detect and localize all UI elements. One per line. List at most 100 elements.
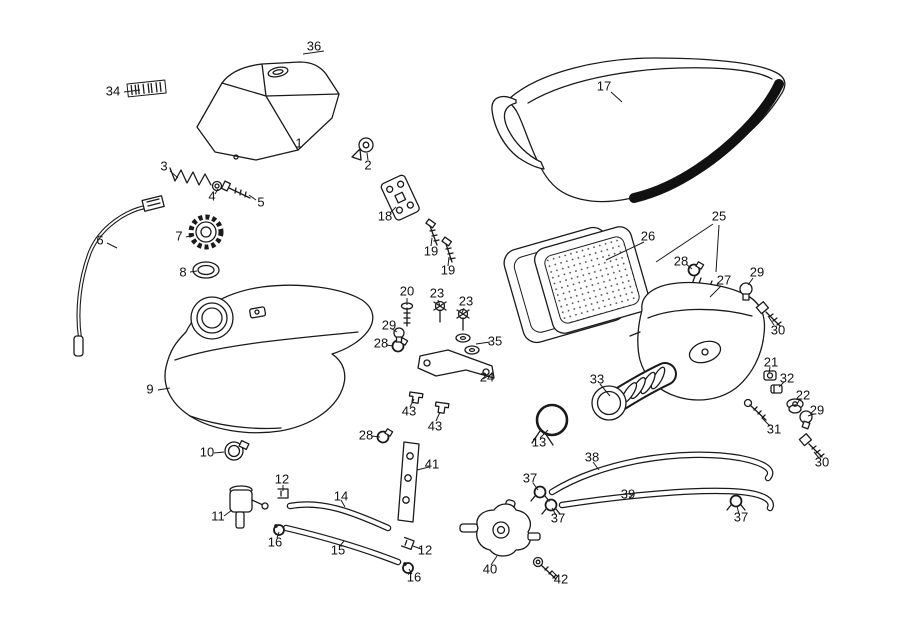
part-label-15: 15 — [331, 542, 345, 557]
part-label-22: 22 — [796, 387, 810, 402]
hose-clip-12b — [400, 536, 415, 551]
leader-line — [106, 242, 118, 249]
part-label-3: 3 — [160, 158, 167, 173]
leader-line — [685, 263, 693, 270]
leader-line — [475, 341, 491, 345]
leader-line — [628, 492, 635, 500]
hose-clip-37a — [530, 485, 550, 502]
support-strap — [417, 349, 495, 379]
leader-line — [366, 152, 369, 161]
part-label-37: 37 — [734, 509, 748, 524]
leader-line — [813, 451, 820, 459]
leader-line — [416, 466, 430, 471]
leader-line — [371, 435, 381, 438]
part-label-12: 12 — [418, 542, 432, 557]
leader-line — [340, 499, 346, 508]
part-label-27: 27 — [717, 272, 731, 287]
leader-line — [123, 89, 141, 93]
part-label-19: 19 — [441, 262, 455, 277]
leader-line — [551, 507, 557, 516]
seat-bracket — [380, 174, 420, 221]
leader-line — [389, 206, 397, 214]
part-label-29: 29 — [810, 402, 824, 417]
screw-19b — [441, 236, 456, 263]
leader-line — [435, 411, 441, 422]
screw-20 — [400, 302, 414, 327]
part-label-23: 23 — [430, 285, 444, 300]
leader-line — [605, 241, 645, 261]
leader-line — [213, 451, 225, 454]
nut-plate-21 — [763, 370, 777, 381]
part-label-32: 32 — [780, 370, 794, 385]
fuel-cap — [188, 214, 224, 250]
leader-line — [610, 91, 623, 103]
leader-line — [276, 531, 280, 539]
leader-line — [302, 50, 325, 55]
fuel-hose-15 — [282, 524, 402, 566]
leader-line — [157, 387, 171, 391]
part-label-35: 35 — [488, 333, 502, 348]
part-label-28: 28 — [359, 427, 373, 442]
leader-line — [185, 234, 195, 238]
leader-line — [385, 344, 394, 347]
fuel-tank — [164, 284, 374, 434]
clamp-43b — [434, 401, 450, 414]
part-label-4: 4 — [208, 188, 215, 203]
leader-line — [715, 224, 720, 273]
barcode-sticker — [126, 79, 167, 98]
spring-clamp — [531, 403, 569, 446]
part-label-34: 34 — [106, 83, 120, 98]
leader-line — [599, 383, 611, 397]
part-label-28: 28 — [374, 335, 388, 350]
leader-line — [447, 256, 450, 267]
part-label-30: 30 — [771, 322, 785, 337]
leader-line — [490, 555, 498, 566]
screw-42 — [532, 556, 557, 580]
part-label-29: 29 — [750, 264, 764, 279]
part-label-40: 40 — [483, 561, 497, 576]
part-label-12: 12 — [275, 471, 289, 486]
part-label-16: 16 — [268, 534, 282, 549]
part-label-20: 20 — [400, 283, 414, 298]
part-label-16: 16 — [407, 569, 421, 584]
leader-line — [539, 429, 549, 439]
leader-line — [437, 299, 441, 307]
hose-38 — [548, 451, 774, 496]
band-clamp-28c — [376, 428, 394, 444]
part-label-1: 1 — [295, 135, 302, 150]
part-label-11: 11 — [211, 508, 225, 523]
clamp-43a — [408, 391, 424, 404]
plug-29c — [799, 410, 813, 430]
leader-line — [482, 372, 494, 380]
leader-line — [338, 540, 345, 548]
part-label-7: 7 — [175, 228, 182, 243]
part-label-37: 37 — [551, 510, 565, 525]
part-label-19: 19 — [424, 243, 438, 258]
leader-line — [189, 270, 198, 273]
part-label-42: 42 — [554, 571, 568, 586]
part-label-31: 31 — [767, 421, 781, 436]
hex-bolt-30b — [798, 433, 825, 458]
leader-line — [709, 285, 722, 298]
valve-body-40 — [459, 499, 541, 557]
leader-line — [214, 188, 219, 195]
leader-lines — [106, 50, 820, 578]
leader-line — [655, 223, 714, 263]
hex-bolt-30a — [755, 301, 782, 327]
bolt-small — [220, 180, 251, 199]
wing-bolt-23b — [456, 308, 470, 331]
washers-35 — [455, 333, 480, 355]
hose-39 — [558, 487, 774, 512]
leader-line — [532, 482, 539, 491]
part-label-38: 38 — [585, 449, 599, 464]
part-label-26: 26 — [641, 228, 655, 243]
leader-line — [248, 194, 257, 201]
hose-clamp-10 — [224, 439, 250, 461]
leader-line — [430, 237, 433, 247]
part-label-14: 14 — [334, 488, 348, 503]
leader-line — [767, 315, 775, 326]
grommet-22 — [786, 398, 804, 414]
